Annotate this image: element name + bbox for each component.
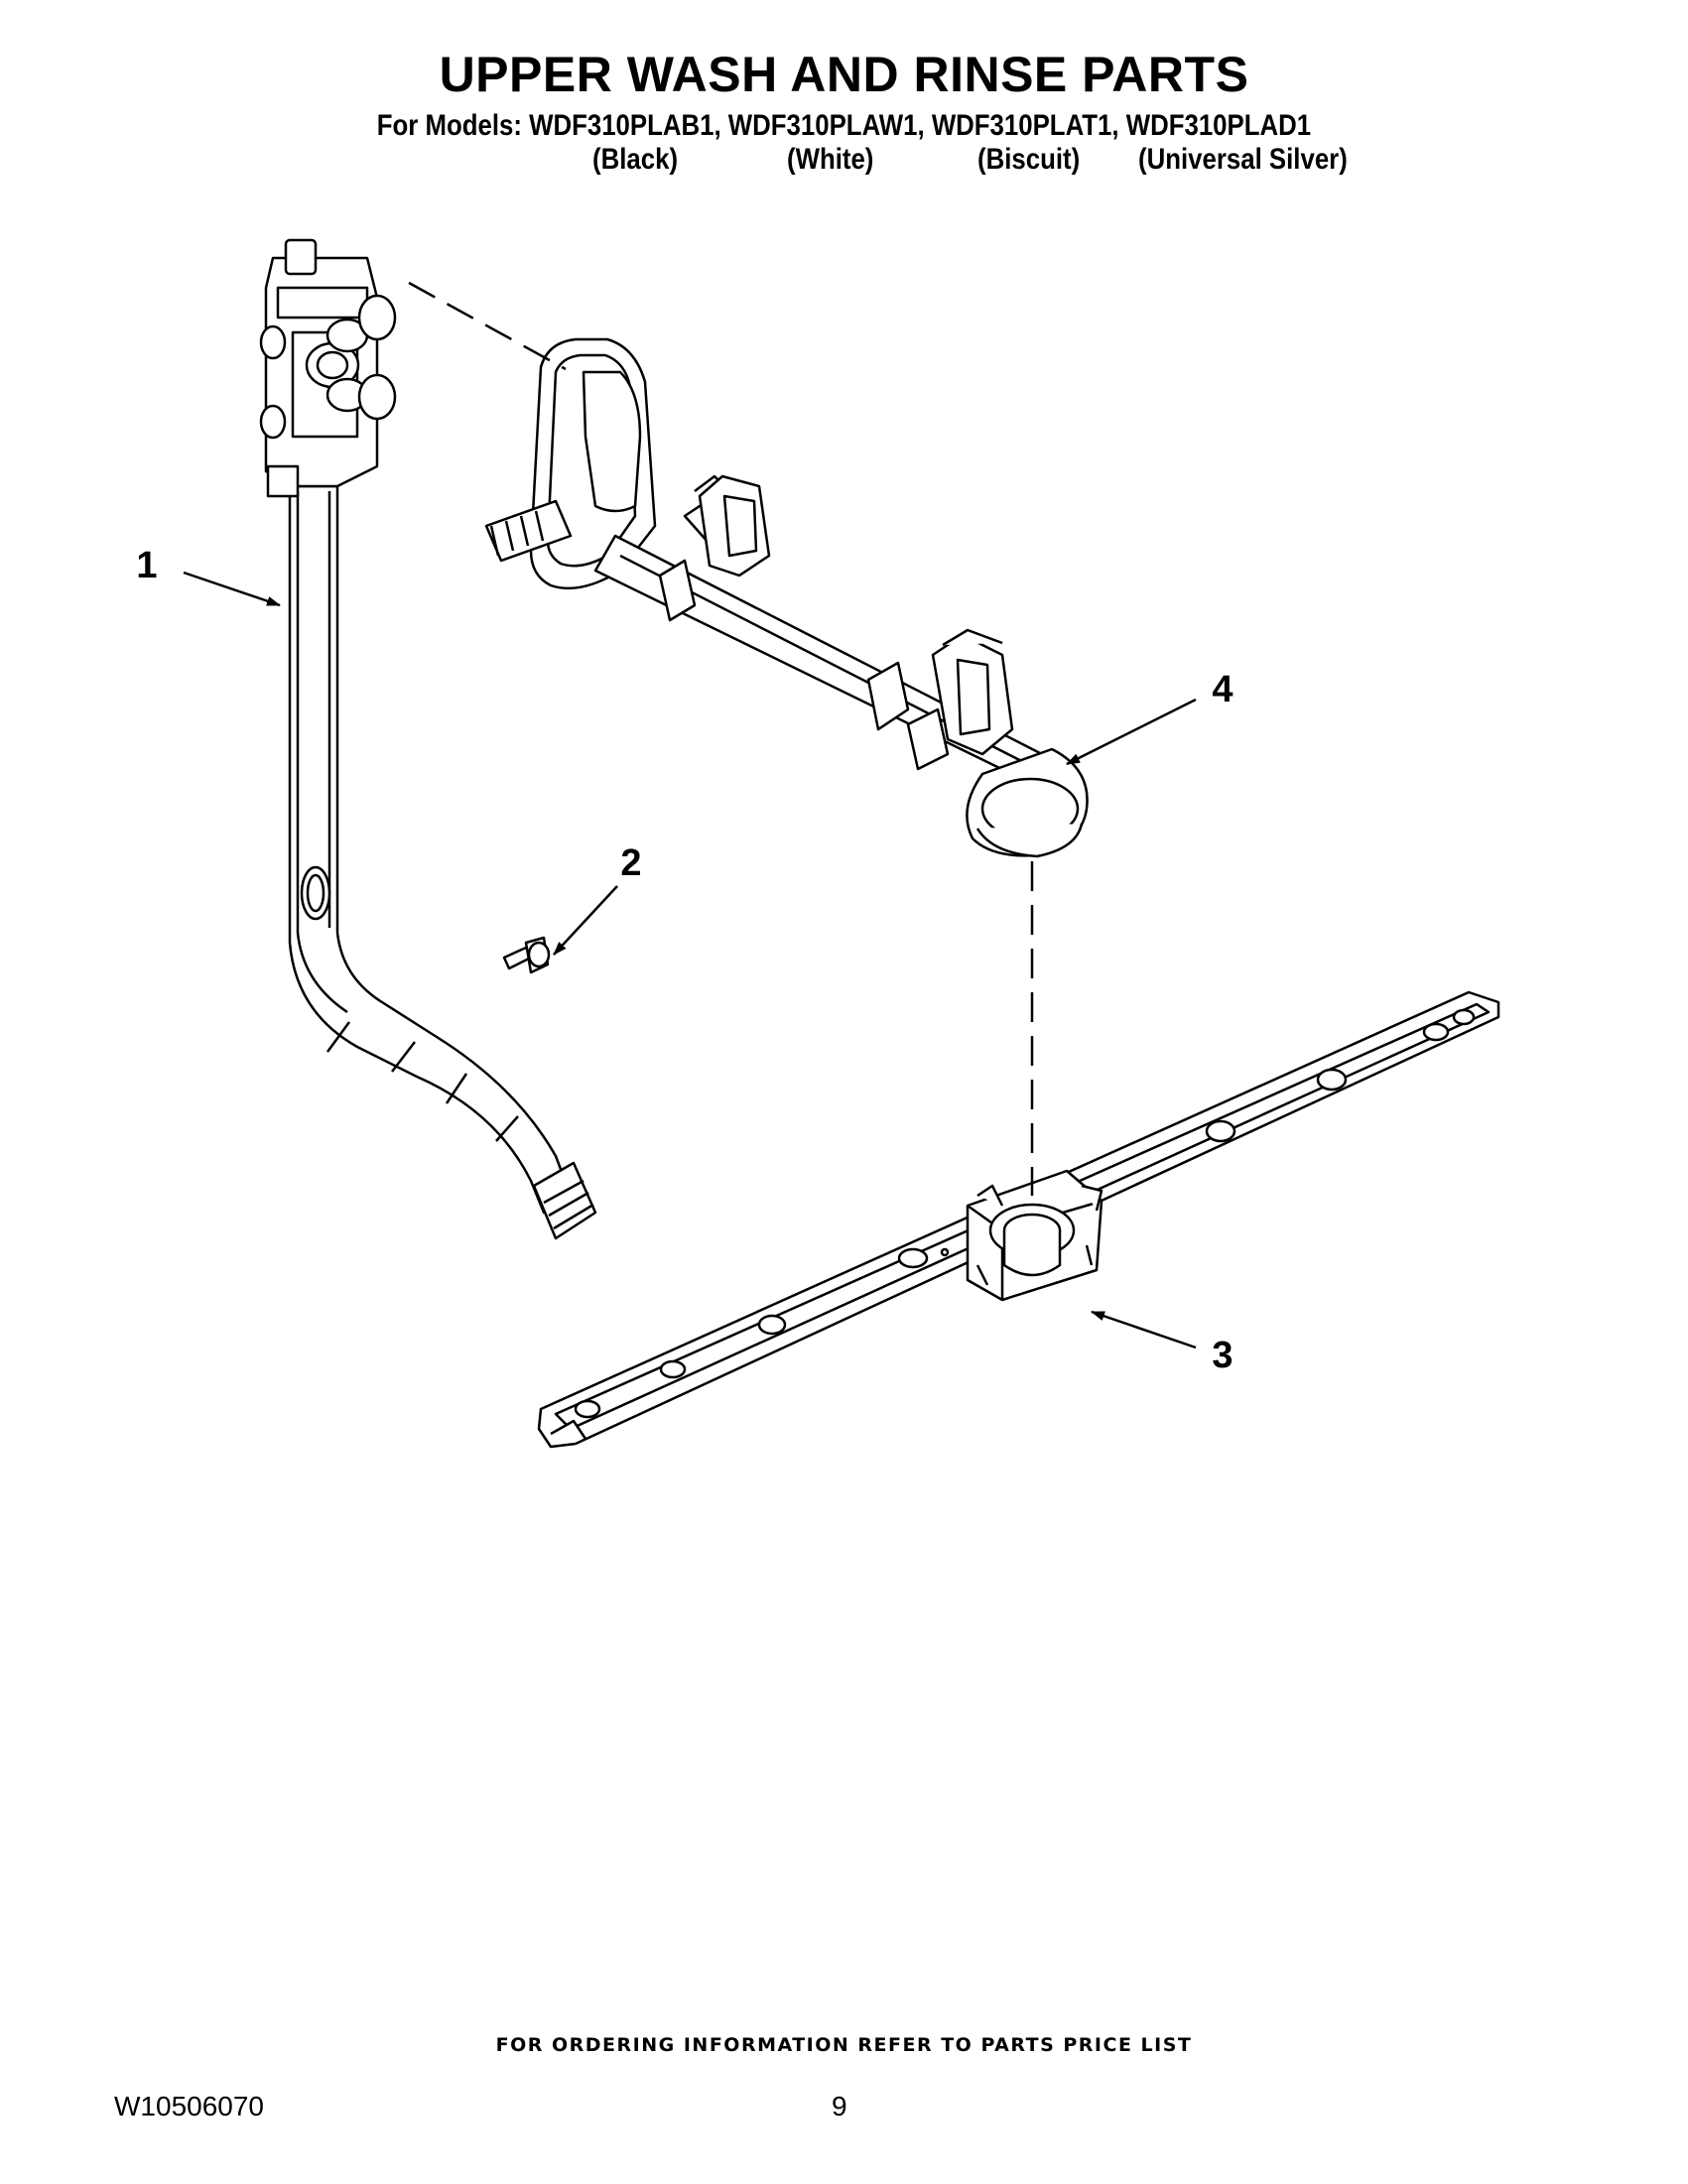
color-label-universal-silver: (Universal Silver) xyxy=(1138,143,1348,176)
screw-part xyxy=(502,936,551,974)
page-title: UPPER WASH AND RINSE PARTS xyxy=(439,47,1249,102)
upper-manifold-part xyxy=(484,337,1089,858)
color-label-white: (White) xyxy=(787,143,874,176)
callout-3: 3 xyxy=(1212,1335,1233,1376)
supply-tube-part xyxy=(259,238,597,1240)
callout-4: 4 xyxy=(1212,669,1233,710)
leader-arrows xyxy=(183,571,1197,1349)
document-number: W10506070 xyxy=(114,2091,265,2121)
page-number: 9 xyxy=(832,2091,847,2121)
callout-2: 2 xyxy=(620,842,641,884)
spray-arm-part xyxy=(537,990,1500,1449)
color-label-biscuit: (Biscuit) xyxy=(977,143,1081,176)
ordering-note: FOR ORDERING INFORMATION REFER TO PARTS … xyxy=(495,2034,1193,2056)
callout-1: 1 xyxy=(136,545,157,586)
color-label-black: (Black) xyxy=(592,143,679,176)
models-line: For Models: WDF310PLAB1, WDF310PLAW1, WD… xyxy=(376,109,1312,142)
color-labels: (Black) (White) (Biscuit) (Universal Sil… xyxy=(0,143,1688,183)
alignment-lines xyxy=(408,281,1034,1196)
